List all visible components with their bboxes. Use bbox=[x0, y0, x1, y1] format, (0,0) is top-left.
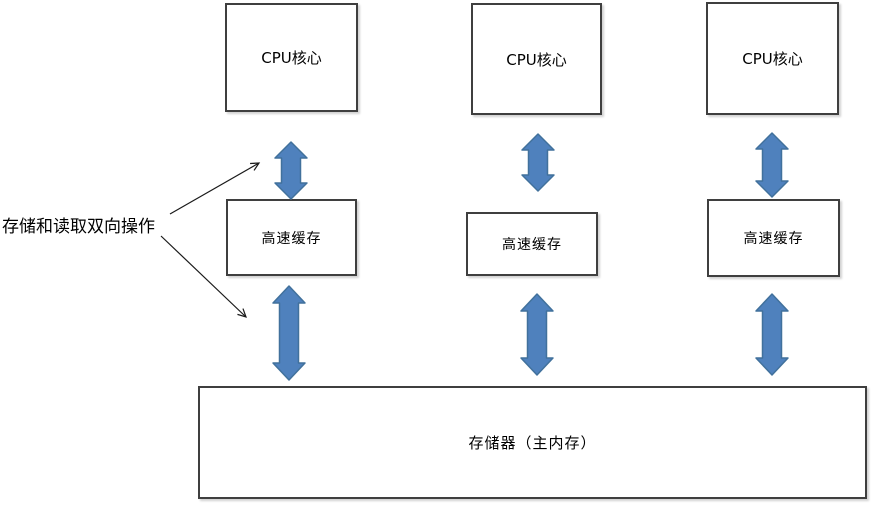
cpu-core-label: CPU核心 bbox=[742, 50, 803, 68]
bidirectional-arrow-icon bbox=[755, 132, 789, 198]
cpu-core-label: CPU核心 bbox=[261, 49, 322, 67]
cpu-core-box-2: CPU核心 bbox=[471, 3, 602, 115]
annotation-label: 存储和读取双向操作 bbox=[2, 217, 155, 237]
bidirectional-arrow-icon bbox=[274, 141, 308, 200]
cache-label: 高速缓存 bbox=[261, 230, 322, 247]
bidirectional-arrow-icon bbox=[272, 285, 306, 381]
cpu-core-box-3: CPU核心 bbox=[706, 2, 839, 115]
cpu-core-box-1: CPU核心 bbox=[225, 3, 358, 112]
bidirectional-arrow-icon bbox=[521, 133, 555, 192]
cache-box-1: 高速缓存 bbox=[226, 199, 357, 276]
cache-box-3: 高速缓存 bbox=[707, 199, 840, 277]
cpu-core-label: CPU核心 bbox=[506, 50, 567, 69]
cache-box-2: 高速缓存 bbox=[466, 212, 598, 276]
cache-label: 高速缓存 bbox=[743, 231, 804, 247]
bidirectional-arrow-icon bbox=[520, 293, 554, 376]
cache-label: 高速缓存 bbox=[502, 237, 562, 253]
main-memory-box: 存储器（主内存） bbox=[198, 386, 867, 499]
main-memory-label: 存储器（主内存） bbox=[468, 434, 597, 452]
bidirectional-arrow-icon bbox=[755, 293, 789, 376]
